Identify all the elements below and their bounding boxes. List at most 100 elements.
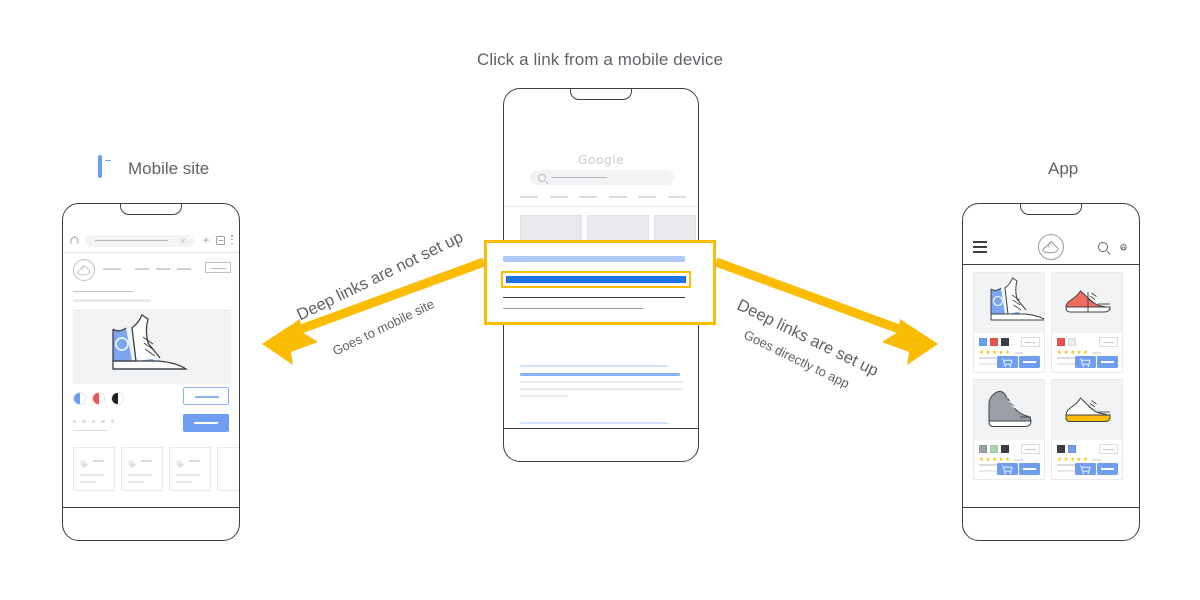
gear-icon[interactable] (1118, 241, 1129, 252)
swatch-blue[interactable] (73, 392, 86, 405)
buy-button[interactable] (1019, 463, 1040, 475)
app-screen: ★★★★★ (963, 229, 1139, 508)
header-cta-button[interactable] (205, 262, 231, 273)
product-grid: ★★★★★ (973, 272, 1123, 480)
phone-notch (120, 204, 182, 215)
color-swatches[interactable] (1057, 338, 1076, 346)
mobile-site-phone: ✕ + (62, 203, 240, 541)
search-result[interactable] (520, 422, 684, 429)
swatch[interactable] (1068, 445, 1076, 453)
product-image (974, 380, 1044, 440)
swatch[interactable] (1001, 445, 1009, 453)
price-line (73, 430, 107, 432)
color-swatches[interactable] (979, 338, 1009, 346)
swatch[interactable] (990, 338, 998, 346)
tag-icon (80, 456, 89, 469)
star-rating: ★★★★★ (979, 457, 1023, 463)
color-swatches[interactable] (1057, 445, 1076, 453)
search-icon[interactable] (1098, 242, 1108, 252)
product-card[interactable]: ★★★★★ (973, 379, 1045, 480)
home-icon[interactable] (70, 236, 79, 244)
mobile-site-label: Mobile site (98, 155, 210, 181)
star-rating: ★★★★★ (1057, 350, 1101, 356)
app-phone: ★★★★★ (962, 203, 1140, 541)
mobile-site-label-text: Mobile site (128, 159, 210, 178)
mini-product-card[interactable] (121, 447, 163, 491)
search-tab[interactable] (579, 196, 598, 198)
size-select[interactable] (1099, 337, 1118, 347)
shoe-logo-icon[interactable] (1038, 234, 1064, 260)
add-to-cart-button[interactable] (997, 463, 1018, 475)
mobile-site-screen: ✕ + (63, 229, 239, 508)
browser-toolbar: ✕ + (63, 229, 239, 253)
search-tab[interactable] (549, 196, 568, 198)
buy-button[interactable] (1097, 463, 1118, 475)
plus-icon[interactable]: + (202, 233, 210, 247)
mini-product-card[interactable] (169, 447, 211, 491)
swatch[interactable] (1057, 338, 1065, 346)
size-select[interactable] (1021, 337, 1040, 347)
swatch[interactable] (1001, 338, 1009, 346)
search-tab[interactable] (608, 196, 627, 198)
product-image (974, 273, 1044, 333)
tag-icon (176, 456, 185, 469)
highlighted-search-result[interactable] (484, 240, 716, 325)
mini-product-card[interactable] (73, 447, 115, 491)
product-card[interactable]: ★★★★★ (1051, 272, 1123, 373)
url-bar[interactable]: ✕ (85, 234, 194, 247)
search-tabs[interactable] (520, 196, 686, 198)
search-tab[interactable] (638, 196, 657, 198)
add-to-cart-button[interactable] (997, 356, 1018, 368)
site-header (63, 252, 239, 286)
kebab-menu-icon[interactable] (231, 235, 233, 246)
color-swatch-row[interactable] (73, 392, 124, 405)
related-products-row (73, 447, 239, 491)
result-text-line (503, 297, 685, 299)
result-title-bar (503, 256, 685, 262)
phone-icon (98, 155, 118, 181)
left-arrow-main-label: Deep links are not set up (294, 227, 466, 325)
rating-dots (73, 420, 114, 424)
hamburger-menu-icon[interactable] (973, 241, 987, 256)
add-to-cart-button[interactable] (1075, 463, 1096, 475)
product-card[interactable]: ★★★★★ (1051, 379, 1123, 480)
tab-count-icon[interactable] (216, 236, 225, 245)
deep-link-bar[interactable] (506, 276, 686, 283)
size-select[interactable] (1099, 444, 1118, 454)
color-swatches[interactable] (979, 445, 1009, 453)
primary-button[interactable] (183, 414, 229, 432)
shoe-logo-icon[interactable] (73, 259, 95, 281)
phone-notch (1020, 204, 1082, 215)
size-select[interactable] (1021, 444, 1040, 454)
clicked-link-highlight[interactable] (501, 271, 691, 288)
swatch[interactable] (990, 445, 998, 453)
mini-product-card[interactable] (217, 447, 239, 491)
secondary-button[interactable] (183, 387, 229, 405)
phone-notch (570, 89, 632, 100)
product-hero-image (73, 309, 231, 384)
app-shoe-icon (1018, 157, 1038, 181)
swatch-red[interactable] (92, 392, 105, 405)
swatch[interactable] (1068, 338, 1076, 346)
page-subheading-line (73, 299, 151, 302)
swatch[interactable] (979, 338, 987, 346)
search-tab[interactable] (520, 196, 538, 198)
product-image (1052, 273, 1122, 333)
swatch[interactable] (1057, 445, 1065, 453)
product-image (1052, 380, 1122, 440)
product-card[interactable]: ★★★★★ (973, 272, 1045, 373)
tag-icon (128, 456, 137, 469)
swatch-black[interactable] (111, 392, 124, 405)
result-text-line (503, 308, 643, 310)
divider (504, 206, 698, 207)
search-input[interactable] (530, 170, 674, 185)
search-result[interactable] (520, 365, 684, 398)
add-to-cart-button[interactable] (1075, 356, 1096, 368)
swatch[interactable] (979, 445, 987, 453)
buy-button[interactable] (1097, 356, 1118, 368)
app-label-text: App (1048, 159, 1079, 178)
search-tab[interactable] (667, 196, 686, 198)
buy-button[interactable] (1019, 356, 1040, 368)
search-icon (538, 174, 546, 182)
star-rating: ★★★★★ (979, 350, 1023, 356)
